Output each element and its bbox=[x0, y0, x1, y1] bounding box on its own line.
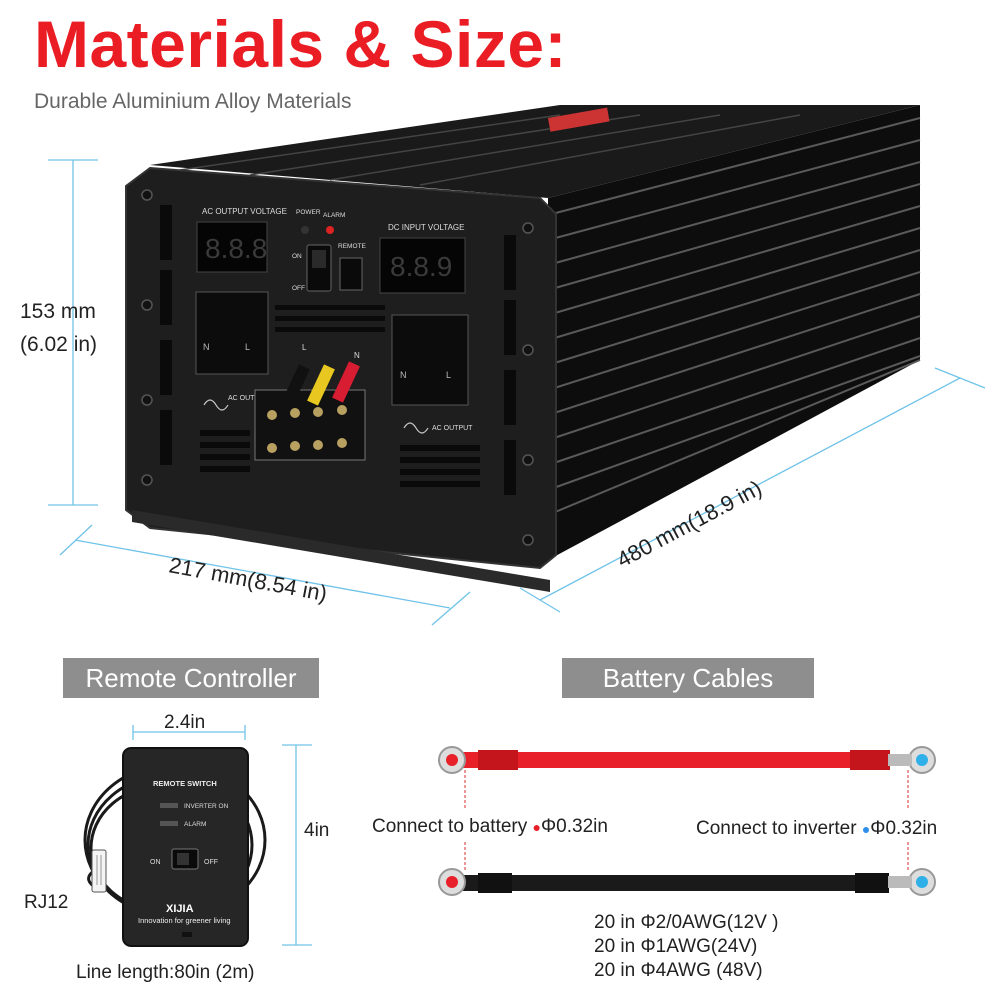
off-label: OFF bbox=[292, 285, 305, 292]
svg-text:REMOTE SWITCH: REMOTE SWITCH bbox=[153, 779, 217, 788]
inverter-front-panel: AC OUTPUT VOLTAGE DC INPUT VOLTAGE POWER… bbox=[125, 166, 557, 592]
svg-text:N: N bbox=[400, 370, 407, 380]
remote-jack bbox=[339, 257, 363, 291]
remote-face bbox=[122, 747, 249, 947]
svg-text:INVERTER ON: INVERTER ON bbox=[184, 803, 229, 810]
ac-output-label-left: AC OUTPUT bbox=[228, 395, 269, 402]
cable-specs: 20 in Φ2/0AWG(12V ) 20 in Φ1AWG(24V) 20 … bbox=[594, 911, 778, 983]
connect-inverter-label: Connect to inverter ●Φ0.32in bbox=[696, 818, 938, 839]
connect-battery-label: Connect to battery ●Φ0.32in bbox=[372, 816, 608, 837]
remote-height-label: 4in bbox=[304, 820, 330, 841]
inverter-diameter: Φ0.32in bbox=[870, 818, 938, 839]
ac-socket-right bbox=[391, 314, 469, 406]
ac-voltage-digits: 8.8.8 bbox=[205, 233, 267, 264]
svg-text:L: L bbox=[245, 342, 250, 352]
dc-voltage-digits: 8.8.9 bbox=[390, 251, 452, 282]
yellow-wire bbox=[307, 364, 335, 406]
ac-output-voltage-label: AC OUTPUT VOLTAGE bbox=[202, 207, 287, 216]
remote-controller-heading: Remote Controller bbox=[63, 658, 319, 698]
dimension-lines bbox=[48, 159, 986, 626]
ac-voltage-display bbox=[196, 221, 268, 273]
remote-width-label: 2.4in bbox=[164, 712, 206, 733]
dc-voltage-display bbox=[379, 237, 466, 294]
svg-text:XIJIA: XIJIA bbox=[166, 903, 194, 915]
svg-text:L: L bbox=[446, 370, 451, 380]
inverter-illustration: AC OUTPUT VOLTAGE DC INPUT VOLTAGE POWER… bbox=[48, 105, 986, 626]
ac-socket-left bbox=[195, 291, 269, 375]
red-wire bbox=[332, 361, 360, 403]
height-dimension-in: (6.02 in) bbox=[20, 333, 98, 356]
page-subtitle: Durable Aluminium Alloy Materials bbox=[34, 90, 352, 113]
alarm-label: ALARM bbox=[323, 212, 345, 219]
height-dimension-mm: 153 mm bbox=[20, 300, 96, 323]
line-length-label: Line length:80in (2m) bbox=[76, 962, 255, 983]
svg-text:Innovation for greener living: Innovation for greener living bbox=[138, 916, 231, 925]
rj12-label: RJ12 bbox=[24, 892, 69, 913]
power-label: POWER bbox=[296, 209, 321, 216]
black-wire bbox=[282, 364, 310, 406]
svg-text:N: N bbox=[203, 342, 210, 352]
dc-input-voltage-label: DC INPUT VOLTAGE bbox=[388, 223, 464, 232]
width-dimension-label: 217 mm(8.54 in) bbox=[167, 552, 329, 606]
inverter-side-body bbox=[150, 105, 921, 560]
cable-spec-48v: 20 in Φ4AWG (48V) bbox=[594, 960, 763, 981]
svg-text:ALARM: ALARM bbox=[184, 821, 206, 828]
svg-text:ON: ON bbox=[150, 859, 161, 866]
battery-diameter: Φ0.32in bbox=[541, 816, 608, 837]
black-cable bbox=[438, 868, 936, 896]
page-title: Materials & Size: bbox=[34, 7, 568, 81]
svg-text:OFF: OFF bbox=[204, 859, 218, 866]
remote-label: REMOTE bbox=[338, 243, 366, 250]
rj12-plug bbox=[91, 849, 107, 893]
alarm-led bbox=[326, 226, 334, 234]
on-label: ON bbox=[292, 253, 302, 260]
power-led bbox=[301, 226, 309, 234]
red-cable bbox=[438, 746, 936, 774]
remote-controller-illustration: REMOTE SWITCH INVERTER ON ALARM ON OFF X… bbox=[83, 725, 312, 947]
cable-spec-12v: 20 in Φ2/0AWG(12V ) bbox=[594, 912, 779, 933]
battery-cables-illustration bbox=[438, 746, 936, 896]
battery-cables-heading: Battery Cables bbox=[562, 658, 814, 698]
svg-text:N: N bbox=[354, 351, 360, 360]
cable-spec-24v: 20 in Φ1AWG(24V) bbox=[594, 936, 758, 957]
ac-output-label-right: AC OUTPUT bbox=[432, 425, 473, 432]
svg-text:L: L bbox=[302, 343, 307, 352]
